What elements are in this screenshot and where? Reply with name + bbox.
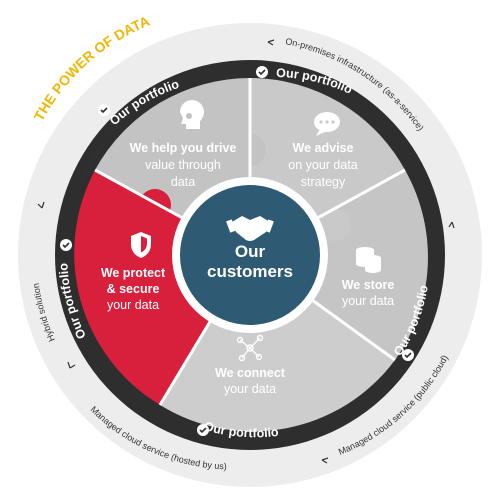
arrow-icon <box>267 39 275 46</box>
shield-icon <box>131 232 151 258</box>
segment-connect-line2: your data <box>224 382 276 396</box>
center-line1: Our <box>235 242 266 261</box>
segment-store <box>250 170 428 360</box>
segment-connect <box>160 255 395 432</box>
segment-drive-line2: value through <box>145 158 221 172</box>
handshake-icon <box>226 216 274 241</box>
arrow-icon <box>448 221 455 229</box>
segment-protect-line3: your data <box>107 298 159 312</box>
segment-protect-line1: We protect <box>101 266 166 280</box>
database-icon <box>356 247 381 273</box>
segment-advise-line3: strategy <box>301 175 346 189</box>
segment-advise-line1: We advise <box>293 141 354 155</box>
segment-drive-line3: data <box>171 175 195 189</box>
segment-protect-text: We protect & secure your data <box>101 266 166 312</box>
segment-advise-line2: on your data <box>288 158 358 172</box>
speech-bubble-icon <box>314 112 340 136</box>
arrow-icon <box>37 201 45 209</box>
arrow-icon <box>321 457 329 464</box>
center-line2: customers <box>207 262 293 281</box>
segment-drive-line1: We help you drive <box>130 141 237 155</box>
segment-store-line1: We store <box>342 278 395 292</box>
segment-connect-line1: We connect <box>215 366 286 380</box>
segment-protect-line2: & secure <box>107 282 160 296</box>
center-circle <box>180 185 320 325</box>
ring-arrows <box>37 39 455 464</box>
segment-store-text: We store your data <box>342 278 395 308</box>
head-gears-icon <box>180 100 204 129</box>
segment-connect-text: We connect your data <box>215 366 286 396</box>
segment-store-line2: your data <box>342 294 394 308</box>
network-nodes-icon <box>236 334 264 362</box>
segment-drive-text: We help you drive value through data <box>130 141 237 189</box>
segment-advise-text: We advise on your data strategy <box>288 141 358 189</box>
arrow-icon <box>67 361 76 369</box>
segment-protect <box>74 170 250 405</box>
